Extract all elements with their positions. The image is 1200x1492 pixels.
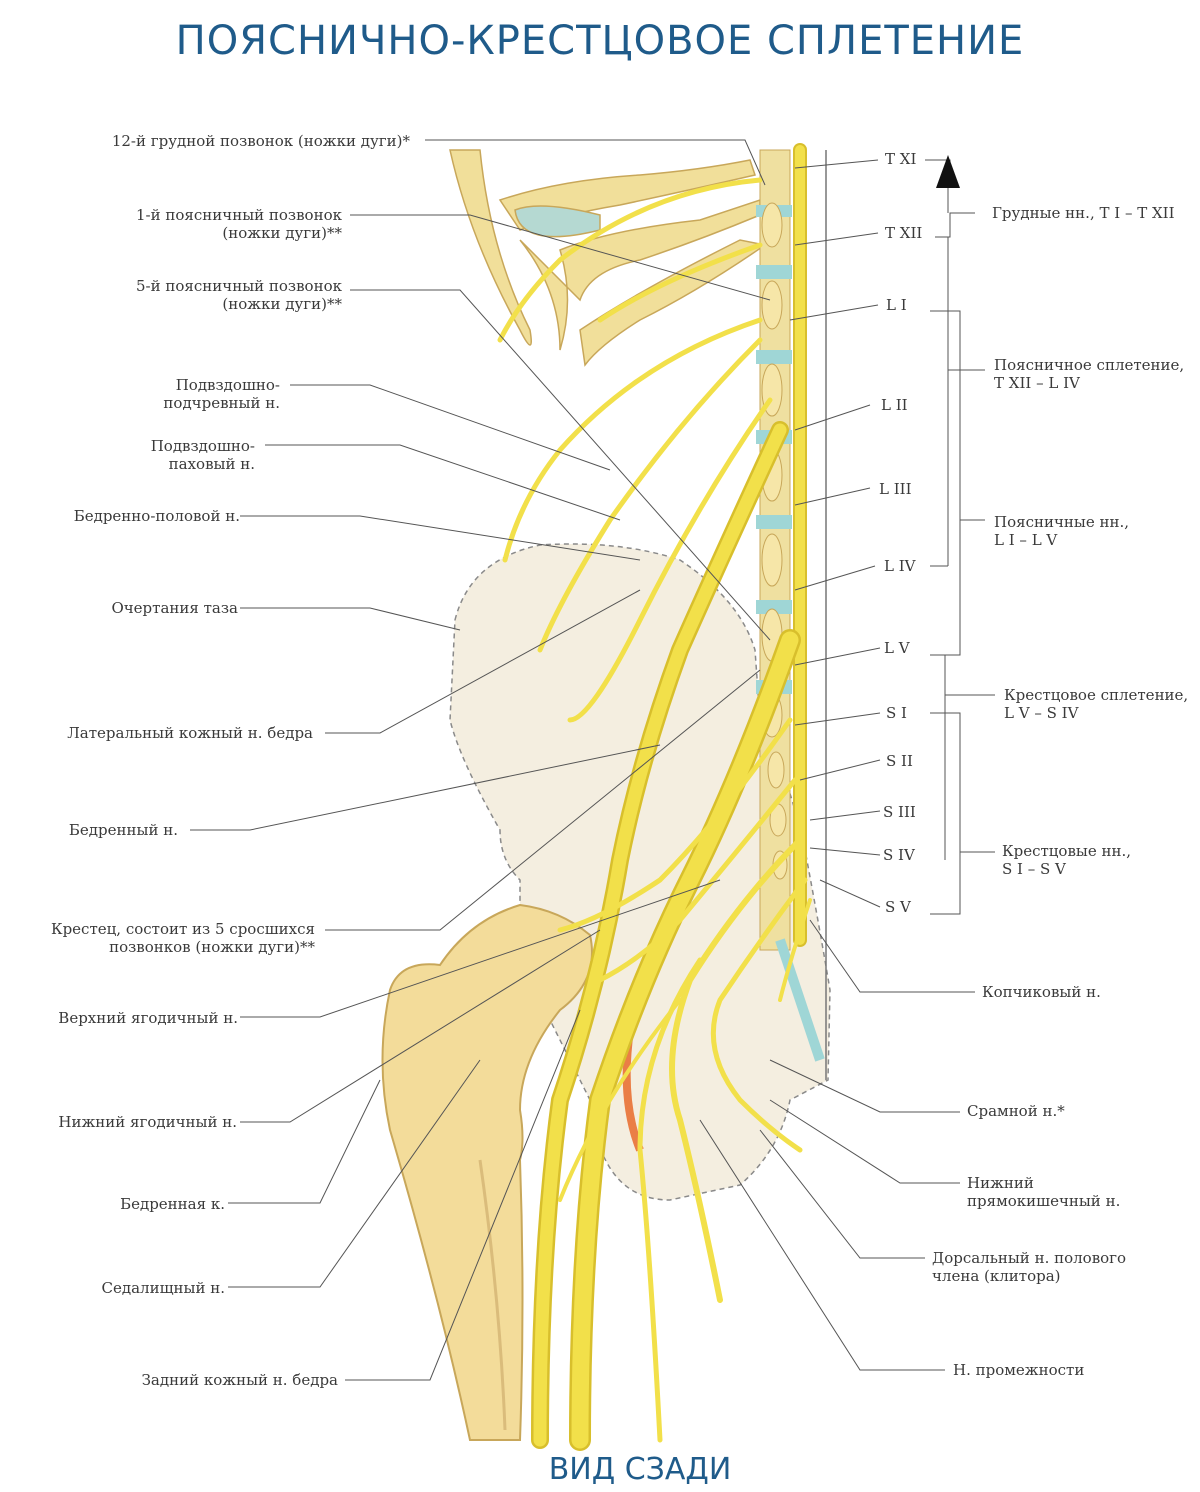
group-sacral-nerves: Крестцовые нн.,S I – S V — [1002, 842, 1132, 878]
segment-label: L II — [881, 396, 908, 414]
label-genitofemoral-nerve: Бедренно-половой н. — [73, 507, 240, 525]
label-sciatic-nerve: Седалищный н. — [101, 1279, 225, 1297]
label-pelvis-outline: Очертания таза — [111, 599, 238, 617]
label-t12-vertebra: 12-й грудной позвонок (ножки дуги)* — [111, 132, 410, 150]
label-femoral-nerve: Бедренный н. — [68, 821, 178, 839]
label-coccygeal-nerve: Копчиковый н. — [982, 983, 1101, 1001]
group-sacral-plexus: Крестцовое сплетение,L V – S IV — [1004, 686, 1189, 722]
label-iliohypogastric-nerve: Подвздошно-подчревный н. — [163, 376, 280, 412]
nerves — [497, 143, 812, 1451]
segment-label: S III — [883, 803, 916, 821]
label-ilioinguinal-nerve: Подвздошно-паховый н. — [150, 437, 255, 473]
segment-label: T XII — [885, 224, 923, 242]
label-perineal-nerve: Н. промежности — [953, 1361, 1085, 1379]
segment-label: T XI — [885, 150, 917, 168]
up-arrow-icon — [936, 155, 960, 188]
group-lumbar-plexus: Поясничное сплетение,T XII – L IV — [994, 356, 1185, 392]
page-title: ПОЯСНИЧНО-КРЕСТЦОВОЕ СПЛЕТЕНИЕ — [175, 18, 1025, 64]
segment-label: S IV — [883, 846, 915, 864]
label-l5-vertebra: 5-й поясничный позвонок(ножки дуги)** — [136, 277, 342, 313]
leader-lines — [190, 139, 975, 1381]
segment-label: S I — [886, 704, 907, 722]
segment-label: L IV — [884, 557, 916, 575]
view-caption: ВИД СЗАДИ — [548, 1452, 732, 1487]
ribs — [449, 149, 767, 367]
label-lateral-femoral-cutaneous-nerve: Латеральный кожный н. бедра — [67, 724, 313, 742]
group-thoracic-nerves: Грудные нн., T I – T XII — [992, 204, 1175, 222]
segment-label: L V — [884, 639, 910, 657]
pelvis-outline — [449, 543, 831, 1201]
label-l1-vertebra: 1-й поясничный позвонок(ножки дуги)** — [136, 206, 342, 242]
segment-label: L I — [886, 296, 907, 314]
segment-label: S V — [885, 898, 911, 916]
segment-label: S II — [886, 752, 913, 770]
label-superior-gluteal-nerve: Верхний ягодичный н. — [58, 1009, 238, 1027]
segment-label: L III — [879, 480, 912, 498]
label-posterior-femoral-cutaneous-nerve: Задний кожный н. бедра — [141, 1371, 338, 1389]
femur — [381, 903, 593, 1441]
label-pudendal-nerve: Срамной н.* — [967, 1102, 1065, 1120]
label-inferior-gluteal-nerve: Нижний ягодичный н. — [58, 1113, 237, 1131]
label-femur: Бедренная к. — [120, 1195, 225, 1213]
group-lumbar-nerves: Поясничные нн.,L I – L V — [994, 513, 1129, 549]
segment-brackets — [925, 159, 995, 915]
